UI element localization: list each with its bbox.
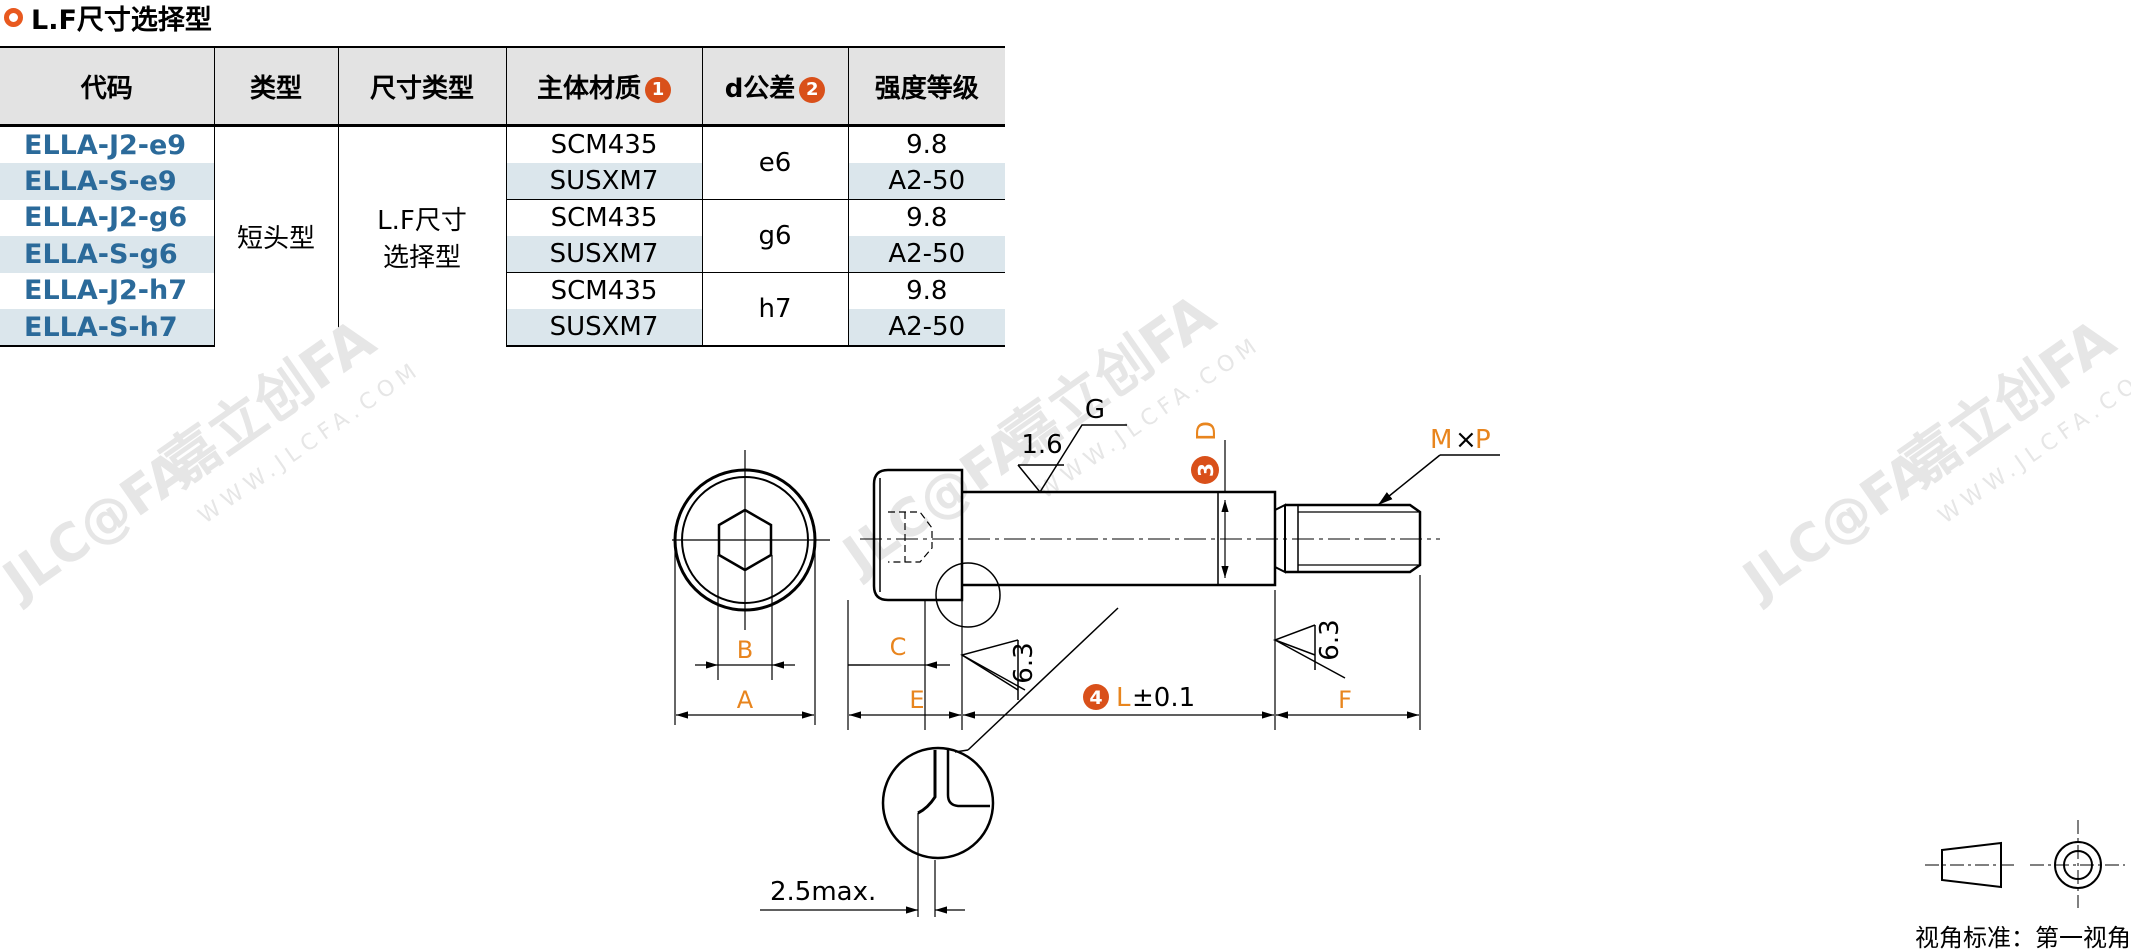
header-material-label: 主体材质 — [536, 73, 641, 104]
roughness-left: 6.3 — [960, 639, 1039, 700]
section-title: L.F尺寸选择型 — [31, 4, 212, 36]
label-roughness-top: 1.6 — [1021, 430, 1062, 460]
code-cell: ELLA-S-g6 — [0, 236, 214, 273]
strength-cell: 9.8 — [847, 199, 1005, 236]
note-3-badge: 3 — [1194, 463, 1218, 477]
dimension-f: F — [1276, 686, 1419, 719]
material-cell: SCM435 — [505, 199, 702, 236]
code-cell: ELLA-J2-h7 — [24, 275, 188, 307]
bolt-side-view — [860, 468, 1440, 602]
strength-cell: 9.8 — [847, 125, 1005, 163]
thread-callout: M × P — [1377, 425, 1500, 506]
label-g: G — [1085, 395, 1105, 425]
label-max: 2.5max. — [770, 877, 876, 907]
dimension-a: A — [676, 686, 814, 719]
watermark-left: JLC@FA 嘉立创FA WWW.JLCFA.COM — [0, 307, 426, 613]
size-type-line2: 选择型 — [382, 242, 461, 273]
header-type: 类型 — [213, 46, 338, 127]
tolerance-cell: h7 — [701, 272, 848, 347]
size-type-cell: L.F尺寸选择型 — [337, 125, 506, 346]
table-row: ELLA-S-g6 SUSXM7 A2-50 — [0, 236, 1005, 273]
header-size-type: 尺寸类型 — [337, 46, 506, 127]
end-view — [672, 450, 830, 725]
tolerance-cell: g6 — [701, 199, 848, 273]
label-a: A — [737, 686, 754, 714]
tolerance-cell: e6 — [701, 125, 848, 200]
label-d: D — [1192, 421, 1222, 441]
roughness-g: 1.6 G — [1017, 395, 1127, 494]
label-f: F — [1338, 686, 1352, 714]
strength-cell: 9.8 — [847, 272, 1005, 309]
projection-symbol: 视角标准：第一视角 — [1915, 820, 2131, 952]
label-l: L — [1116, 683, 1131, 713]
header-code: 代码 — [0, 46, 214, 127]
label-p: P — [1475, 425, 1491, 455]
roughness-right: 6.3 — [1272, 619, 1346, 679]
table-row: ELLA-S-h7 SUSXM7 A2-50 — [0, 309, 1005, 347]
label-c: C — [890, 633, 907, 661]
strength-cell: A2-50 — [847, 236, 1005, 273]
label-times: × — [1455, 425, 1477, 455]
size-type-line1: L.F尺寸 — [377, 205, 467, 236]
table-row: ELLA-S-e9 SUSXM7 A2-50 — [0, 163, 1005, 200]
dimension-b: B — [695, 636, 795, 669]
dimension-l: 4 L ±0.1 — [963, 683, 1274, 719]
dimension-c: C — [848, 633, 950, 669]
label-b: B — [737, 636, 753, 664]
label-e: E — [909, 686, 924, 714]
table-row: ELLA-J2-e9 短头型 L.F尺寸选择型 SCM435 e6 9.8 — [0, 125, 1005, 346]
note-4-badge: 4 — [1089, 687, 1102, 709]
strength-cell: A2-50 — [847, 163, 1005, 200]
dimension-d: 3 D — [1191, 421, 1229, 578]
table-row: ELLA-J2-h7 SCM435 h7 9.8 — [0, 272, 1005, 347]
label-l-tolerance: ±0.1 — [1132, 683, 1195, 713]
code-cell: ELLA-S-e9 — [0, 163, 214, 200]
label-roughness-left: 6.3 — [1009, 642, 1039, 683]
code-cell: ELLA-J2-g6 — [24, 202, 188, 234]
material-cell: SUSXM7 — [505, 163, 702, 200]
header-tolerance-label: d公差 — [724, 73, 796, 104]
header-strength: 强度等级 — [847, 46, 1005, 127]
material-cell: SCM435 — [505, 272, 702, 309]
material-cell: SUSXM7 — [505, 236, 702, 273]
material-cell: SCM435 — [505, 125, 702, 163]
ring-bullet-icon — [4, 7, 23, 27]
material-cell: SUSXM7 — [505, 309, 702, 347]
code-cell: ELLA-J2-e9 — [24, 129, 187, 161]
watermark-right: JLC@FA 嘉立创FA WWW.JLCFA.COM — [1731, 307, 2131, 613]
note-1-badge: 1 — [645, 76, 671, 103]
detail-reference — [935, 562, 1119, 753]
section-header: L.F尺寸选择型 — [4, 0, 212, 36]
dimension-e: E — [849, 686, 961, 719]
label-m: M — [1430, 425, 1452, 455]
label-roughness-right: 6.3 — [1315, 619, 1345, 660]
note-2-badge: 2 — [799, 76, 826, 103]
table-row: ELLA-J2-g6 SCM435 g6 9.8 — [0, 199, 1005, 273]
type-cell: 短头型 — [213, 125, 338, 346]
strength-cell: A2-50 — [847, 309, 1005, 347]
projection-note: 视角标准：第一视角 — [1915, 924, 2131, 952]
code-cell: ELLA-S-h7 — [0, 309, 214, 347]
detail-view: 2.5max. — [760, 746, 995, 917]
